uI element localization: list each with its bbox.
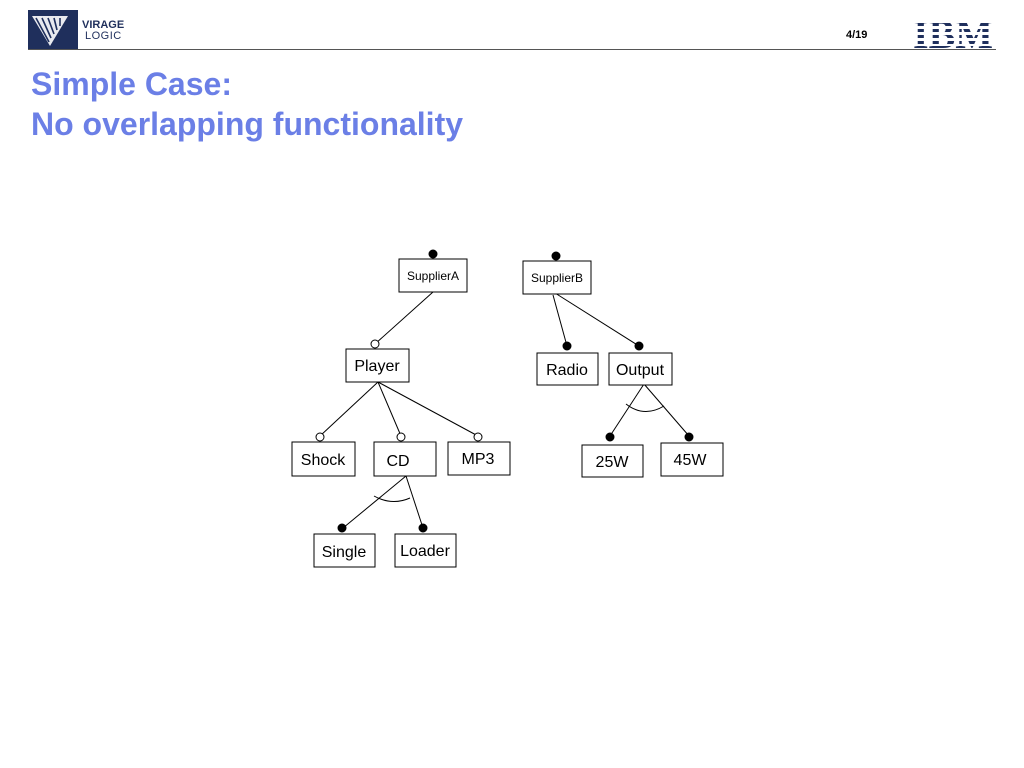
node-mp3: MP3 (447, 441, 511, 476)
optional-marker-mp3 (473, 432, 483, 442)
node-loader-label: Loader (400, 543, 450, 560)
logo-text-virage: VIRAGE (82, 19, 125, 31)
node-supplierb: SupplierB (522, 260, 592, 295)
edge-supplierb-radio (552, 294, 568, 347)
diagram-markers (315, 249, 694, 533)
node-single: Single (313, 533, 376, 568)
diagram-nodes: SupplierA SupplierB Player Radio Output … (291, 258, 724, 568)
mandatory-marker-loader (418, 523, 428, 533)
mandatory-marker-single (337, 523, 347, 533)
slide-header: VIRAGE LOGIC 4/19 IBM (0, 0, 1024, 55)
node-cd-label: CD (386, 453, 409, 470)
node-suppliera: SupplierA (398, 258, 468, 293)
edge-supplierb-output (554, 292, 640, 347)
edge-suppliera-player (374, 291, 434, 345)
logo-text: VIRAGE LOGIC (82, 20, 124, 42)
slide-title: Simple Case: No overlapping functionalit… (31, 64, 463, 144)
edge-player-mp3 (377, 381, 479, 437)
node-shock: Shock (291, 441, 356, 477)
edge-cd-loader (405, 475, 424, 529)
node-output: Output (608, 352, 673, 386)
node-output-label: Output (616, 362, 665, 379)
mandatory-marker-radio (562, 341, 572, 351)
edge-output-25w (609, 383, 645, 437)
mandatory-marker-25w (605, 432, 615, 442)
edge-output-45w (643, 383, 690, 437)
node-radio: Radio (536, 352, 599, 386)
title-line-2: No overlapping functionality (31, 106, 464, 142)
header-divider (28, 49, 996, 50)
node-cd: CD (373, 441, 437, 477)
node-player-label: Player (354, 358, 400, 375)
node-radio-label: Radio (546, 362, 588, 379)
node-25w: 25W (581, 444, 644, 478)
node-mp3-label: MP3 (462, 451, 495, 468)
node-player: Player (345, 348, 410, 383)
mandatory-marker-suppliera (428, 249, 438, 259)
edge-cd-single (342, 475, 407, 529)
title-line-1: Simple Case: (31, 66, 232, 102)
node-shock-label: Shock (301, 452, 346, 469)
node-45w: 45W (660, 442, 724, 477)
mandatory-marker-45w (684, 432, 694, 442)
ibm-logo: IBM (913, 17, 993, 49)
optional-marker-shock (315, 432, 325, 442)
optional-marker-player (370, 339, 380, 349)
edge-player-cd (377, 381, 402, 437)
node-45w-label: 45W (674, 452, 708, 469)
node-supplierb-label: SupplierB (531, 271, 583, 285)
optional-marker-cd (396, 432, 406, 442)
edge-player-shock (319, 381, 379, 437)
node-25w-label: 25W (596, 454, 630, 471)
node-loader: Loader (394, 533, 457, 568)
node-single-label: Single (322, 544, 367, 561)
and-arc-cd (373, 495, 411, 502)
mandatory-marker-output (634, 341, 644, 351)
diagram-edges (319, 291, 690, 529)
node-suppliera-label: SupplierA (407, 269, 459, 283)
mandatory-marker-supplierb (551, 251, 561, 261)
logo-text-logic: LOGIC (85, 30, 122, 42)
page-number: 4/19 (846, 29, 868, 41)
virage-logic-logo (28, 10, 78, 50)
and-arc-output (625, 403, 665, 412)
